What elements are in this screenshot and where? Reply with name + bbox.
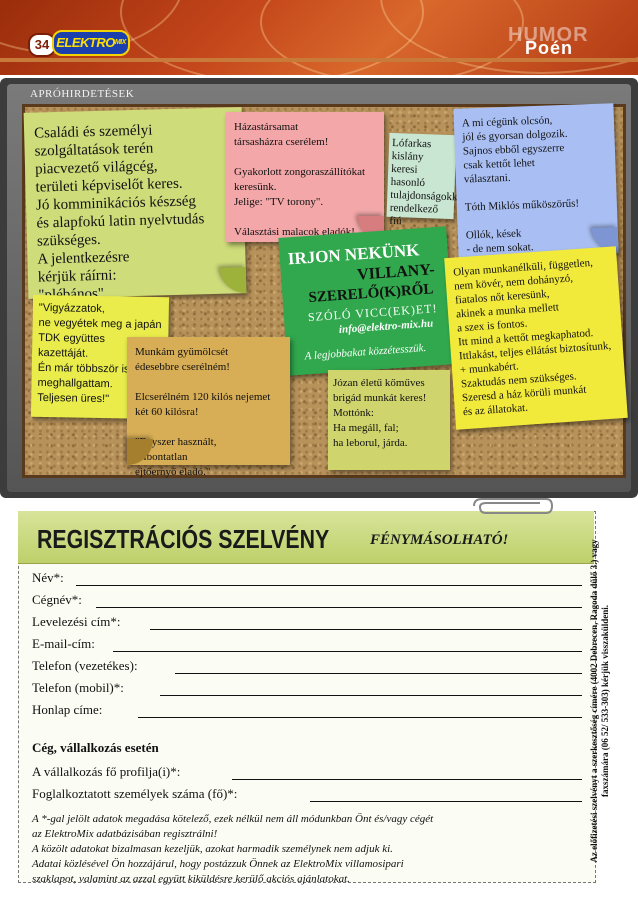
form-note: A *-gal jelölt adatok megadása kötelező,… (32, 813, 434, 825)
note-text: A mi cégünk olcsón, jól és gyorsan dolgo… (461, 114, 580, 256)
logo-text: ELEKTRO (56, 35, 115, 50)
paperclip-icon (473, 498, 554, 514)
page-number: 34 (28, 33, 56, 57)
sticky-note-job-ad: Családi és személyi szolgáltatások terén… (23, 107, 247, 304)
logo-sub: MIX (114, 39, 126, 46)
note-text: Józan életű kőműves brigád munkát keres!… (333, 377, 427, 449)
form-notes: A *-gal jelölt adatok megadása kötelező,… (32, 812, 592, 887)
elektromix-logo: ELEKTROMIX (52, 30, 130, 56)
board-section-label: APRÓHIRDETÉSEK (30, 88, 135, 100)
note-text: Családi és személyi szolgáltatások terén… (33, 122, 205, 304)
landline-input-line[interactable] (175, 673, 582, 674)
registration-form-header (18, 511, 594, 564)
postal-address-input-line[interactable] (150, 629, 582, 630)
section-title: Poén (525, 38, 574, 58)
form-note: Adatai közlésével Ön hozzájárul, hogy po… (32, 858, 404, 870)
company-input-line[interactable] (96, 607, 582, 608)
form-label-mobile: Telefon (mobil)*: (32, 680, 124, 695)
profile-input-line[interactable] (232, 779, 582, 780)
sticky-note-partner: Olyan munkanélküli, független, nem kövér… (444, 246, 628, 430)
form-label-website: Honlap címe: (32, 702, 103, 717)
form-label-profile: A vállalkozás fő profilja(i)*: (32, 764, 181, 779)
form-label-name: Név*: (32, 570, 64, 585)
form-note: szaklapot, valamint az azzal együtt kikü… (32, 873, 350, 885)
form-label-email: E-mail-cím: (32, 636, 95, 651)
form-note: A közölt adatokat bizalmasan kezeljük, a… (32, 843, 393, 855)
header-rule (0, 58, 638, 62)
promo-footer: A legjobbakat közzétesszük. (304, 342, 427, 363)
sticky-note-personal: Lófarkas kislány keresi hasonló tulajdon… (386, 132, 466, 242)
sticky-note-swap: Munkám gyümölcsét édesebbre cserélném! E… (127, 337, 290, 478)
form-subtitle: FÉNYMÁSOLHATÓ! (370, 532, 509, 548)
form-label-landline: Telefon (vezetékes): (32, 658, 138, 673)
email-input-line[interactable] (113, 651, 582, 652)
name-input-line[interactable] (76, 585, 582, 586)
website-input-line[interactable] (138, 717, 582, 718)
sticky-note-exchange: Házastársamat társasházra cserélem! Gyak… (226, 112, 384, 242)
registration-form (18, 511, 596, 883)
side-note: Az előfizetési szelvényt a szerkesztőség… (589, 539, 610, 863)
note-text: Olyan munkanélküli, független, nem kövér… (452, 256, 612, 419)
form-note: az ElektroMix adatbázisában regisztrálni… (32, 828, 218, 840)
note-text: Munkám gyümölcsét édesebbre cserélném! E… (135, 346, 271, 478)
sticky-note-company: A mi cégünk olcsón, jól és gyorsan dolgo… (453, 103, 619, 259)
sticky-note-masons: Józan életű kőműves brigád munkát keres!… (328, 370, 450, 470)
form-label-postal-address: Levelezési cím*: (32, 614, 121, 629)
section-watermark: HUMOR (508, 24, 589, 46)
mobile-input-line[interactable] (160, 695, 582, 696)
form-title: REGISZTRÁCIÓS SZELVÉNY (37, 524, 330, 554)
employees-input-line[interactable] (310, 801, 582, 802)
form-label-employees: Foglalkoztatott személyek száma (fő)*: (32, 786, 238, 801)
side-note-container: Az előfizetési szelvényt a szerkesztőség… (589, 520, 610, 880)
form-label-company: Cégnév*: (32, 592, 82, 607)
promo-note: IRJON NEKÜNK VILLANY- SZERELŐ(K)RŐL SZÓL… (278, 226, 456, 376)
company-section-heading: Cég, vállalkozás esetén (32, 740, 159, 755)
